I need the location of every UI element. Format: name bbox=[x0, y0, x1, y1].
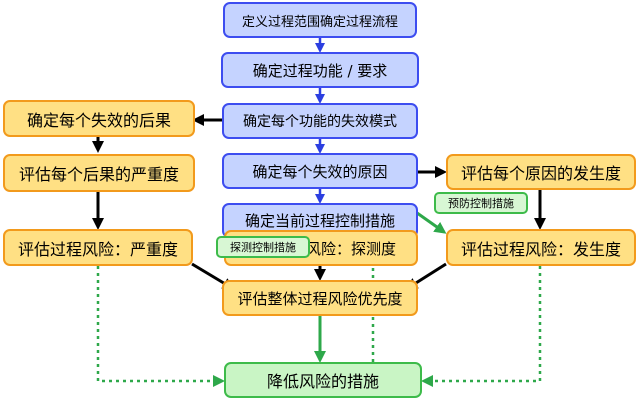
node-failure-causes: 确定每个失效的原因 bbox=[222, 153, 418, 189]
node-severity-each: 评估每个后果的严重度 bbox=[3, 154, 195, 192]
node-occurrence-each: 评估每个原因的发生度 bbox=[446, 154, 636, 190]
dotted-risk-severity-to-reduce bbox=[96, 266, 225, 387]
node-failure-modes: 确定每个功能的失效模式 bbox=[222, 103, 418, 139]
tag-detection-control: 探测控制措施 bbox=[216, 236, 310, 258]
node-risk-occurrence: 评估过程风险：发生度 bbox=[446, 229, 636, 266]
node-function-requirements: 确定过程功能 / 要求 bbox=[221, 52, 419, 88]
node-risk-priority: 评估整体过程风险优先度 bbox=[222, 280, 418, 316]
node-failure-consequences: 确定每个失效的后果 bbox=[3, 100, 195, 137]
node-risk-severity: 评估过程风险：严重度 bbox=[3, 229, 193, 266]
tag-prevention-control: 预防控制措施 bbox=[434, 192, 528, 214]
node-define-scope: 定义过程范围确定过程流程 bbox=[223, 2, 417, 38]
node-reduce-risk: 降低风险的措施 bbox=[224, 362, 422, 398]
dotted-risk-occurrence-to-reduce bbox=[421, 266, 542, 387]
